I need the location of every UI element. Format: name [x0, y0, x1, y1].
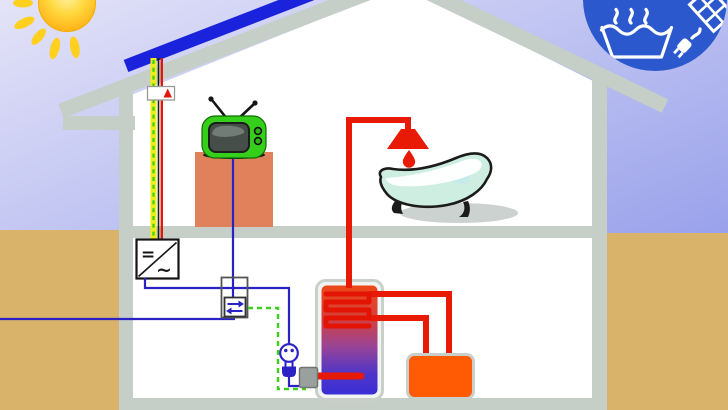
- shower-head-icon: [387, 129, 429, 149]
- bathtub-icon: [378, 152, 518, 223]
- tv-knob: [253, 136, 263, 146]
- tv-knob: [253, 126, 263, 136]
- heater-supply-wire: [287, 374, 301, 388]
- washtub-icon: [600, 25, 674, 59]
- heater-mount-pump: [298, 366, 319, 389]
- tub-interior: [386, 158, 482, 187]
- left-wall: [119, 92, 133, 410]
- arrow-right-icon: [238, 300, 244, 308]
- arrow-left-icon: [226, 307, 232, 315]
- badge-cable: [690, 27, 702, 40]
- ground-floor-slab: [119, 398, 607, 410]
- screen-glare: [212, 125, 245, 137]
- electricity-meter: [220, 276, 249, 319]
- ac-symbol: ~: [156, 259, 172, 281]
- shower-icon: [346, 117, 429, 288]
- water-drop-icon: [402, 150, 416, 168]
- ground-right: [607, 233, 728, 410]
- solar-hot-water-badge-icon: [583, 0, 727, 71]
- inverter: = ~: [135, 238, 180, 281]
- heating-coil: [323, 291, 372, 329]
- water-wave-icon: [599, 24, 672, 36]
- tv-icon: [201, 96, 267, 159]
- auxiliary-boiler: [406, 353, 475, 400]
- hot-water-storage-tank: [311, 279, 452, 401]
- dc-symbol: =: [141, 245, 155, 265]
- floor-band: [119, 226, 607, 238]
- arrow-up-icon: [163, 88, 172, 98]
- roof: [58, 0, 669, 130]
- inverter-ac-wire: [143, 278, 291, 344]
- boiler-return-pipe: [369, 315, 429, 357]
- sun-icon: [13, 0, 96, 60]
- right-wall: [592, 80, 607, 410]
- solar-panel: [123, 0, 315, 73]
- power-socket-plug-icon: [279, 343, 299, 377]
- steam-icon: [613, 7, 649, 25]
- hot-water-pipe: [346, 117, 411, 288]
- boiler-flow-pipe: [369, 291, 452, 357]
- eave-soffit: [63, 116, 135, 130]
- tub-foot: [459, 201, 470, 217]
- temperature-sensor: [146, 85, 176, 101]
- badge-plug-icon: [673, 38, 692, 59]
